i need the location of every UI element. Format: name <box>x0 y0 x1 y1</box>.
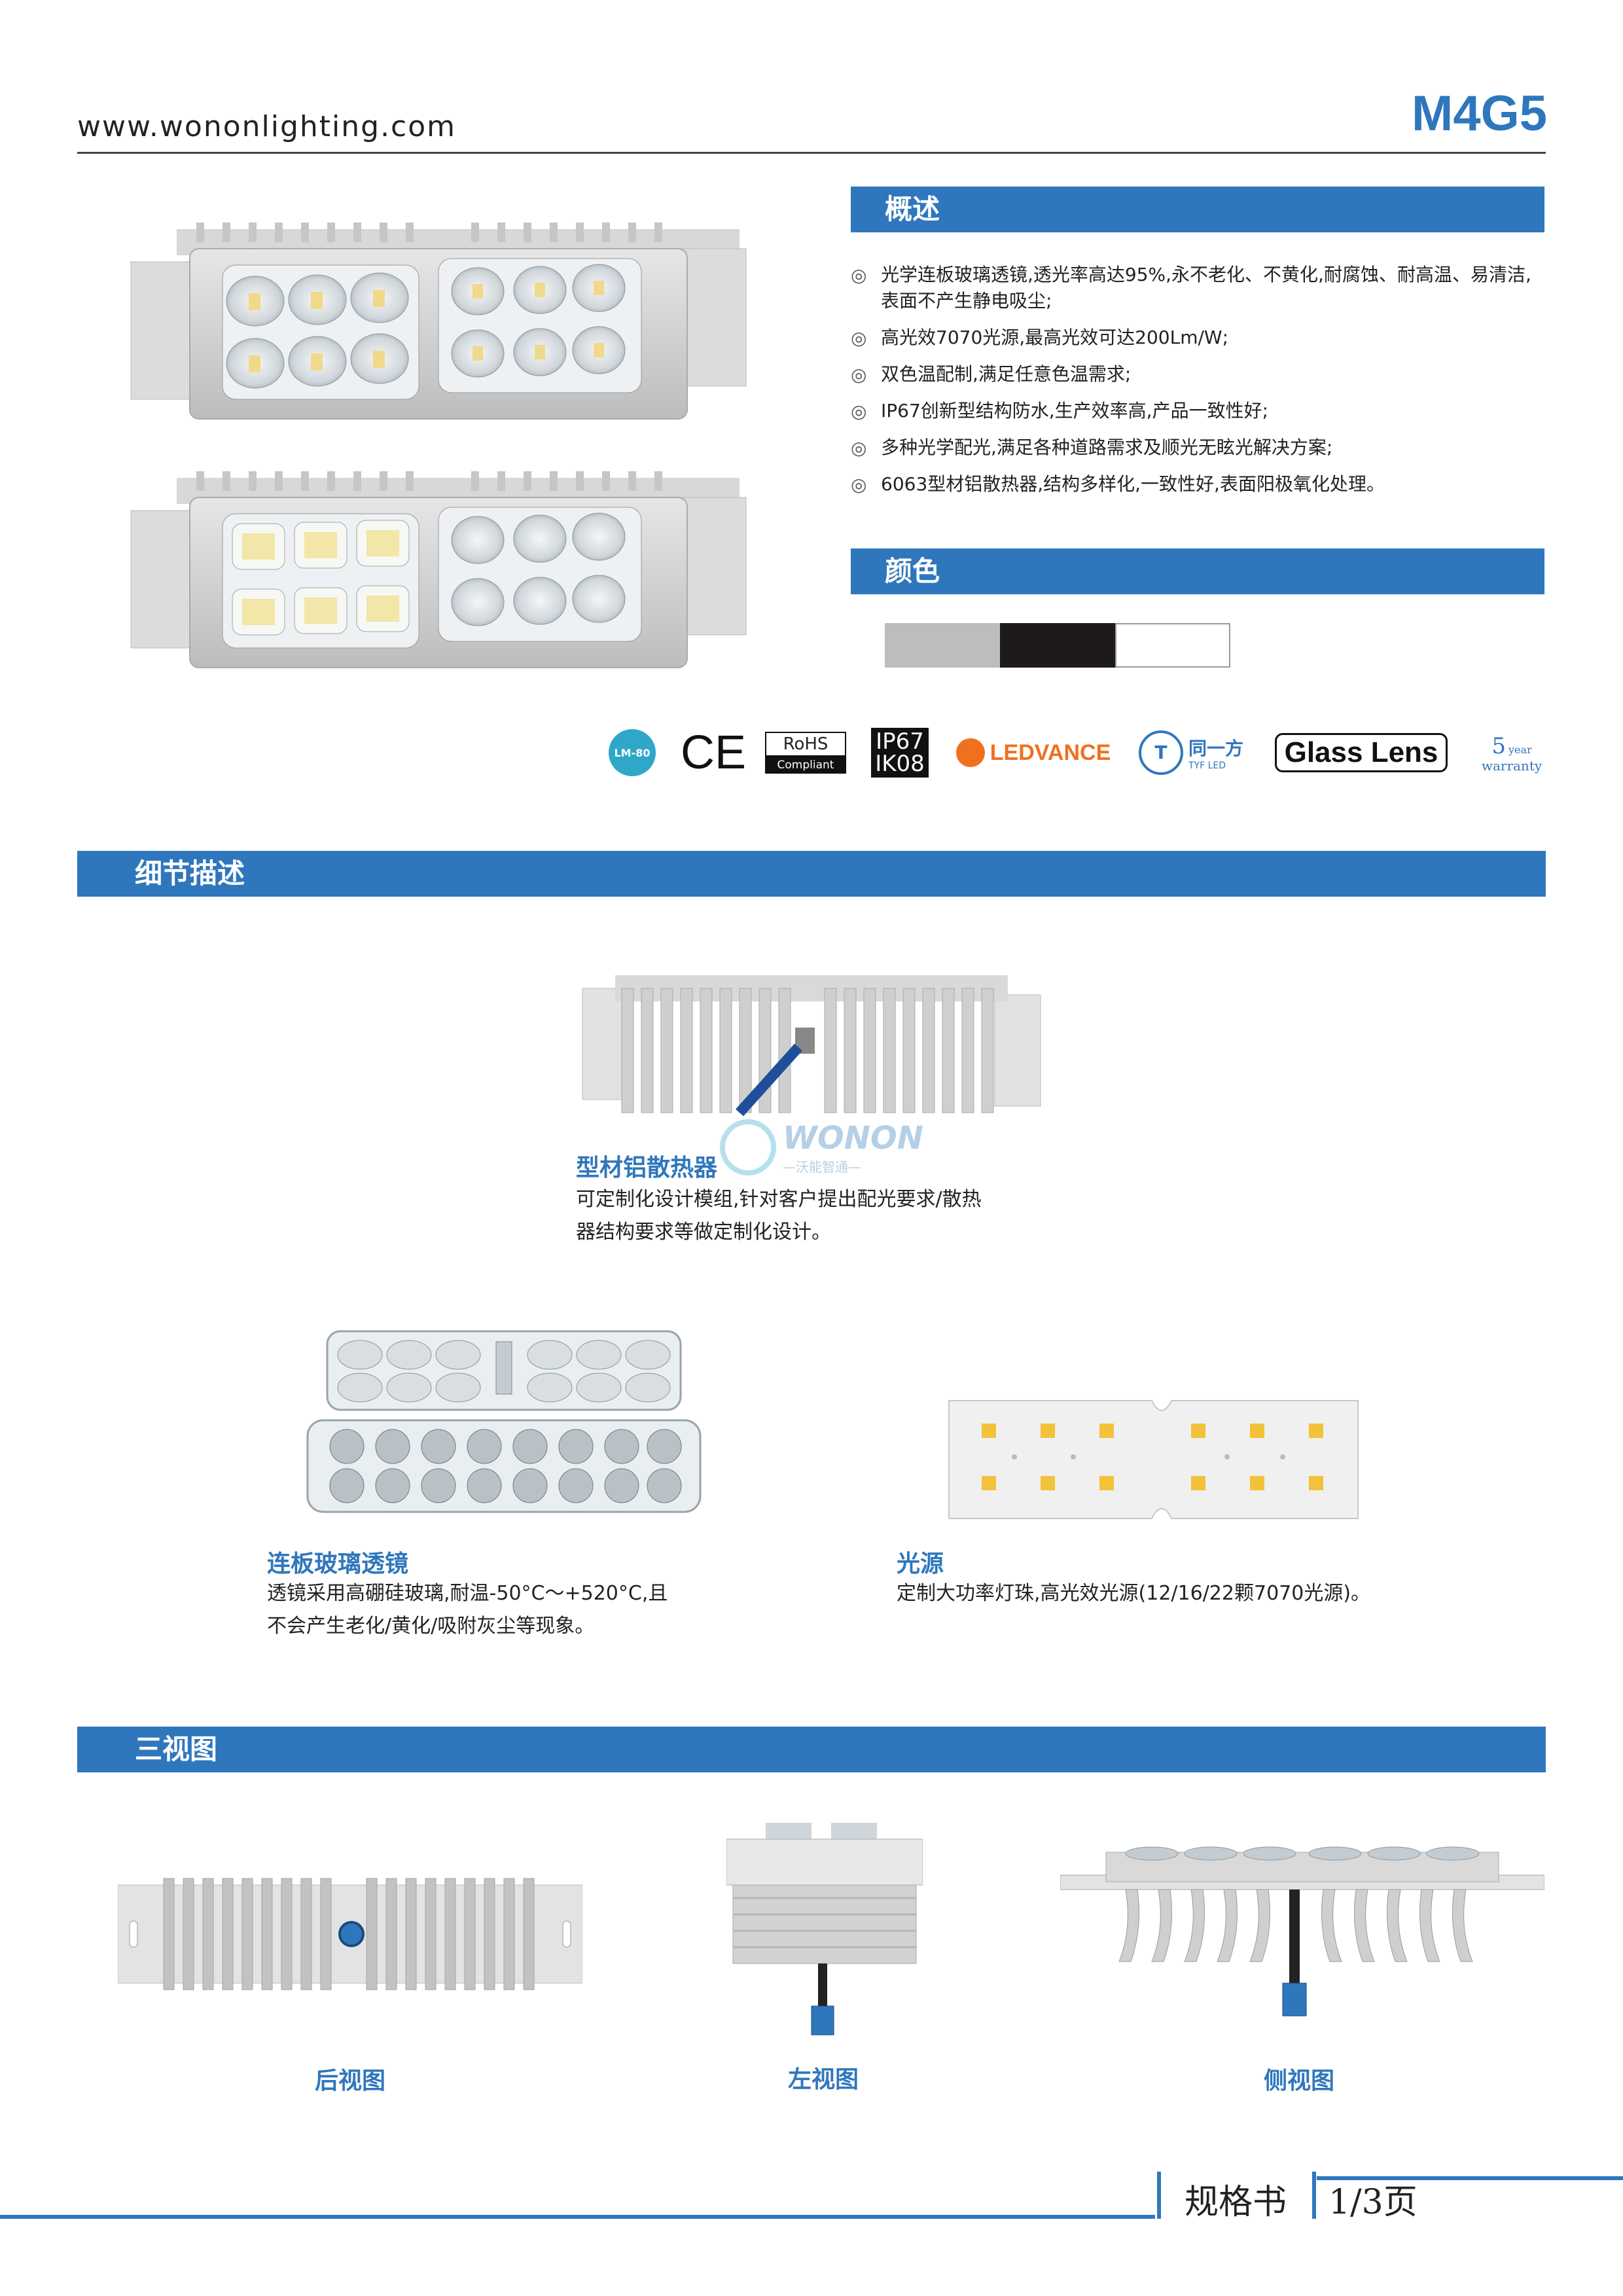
bullet-icon: ◎ <box>851 474 867 495</box>
color-title-bar: 颜色 <box>851 548 1544 594</box>
footer-divider-1 <box>1157 2172 1161 2219</box>
ce-logo: CE <box>680 726 747 779</box>
heatsink-title: 型材铝散热器 <box>576 1155 718 1181</box>
footer-line-left <box>0 2215 1155 2219</box>
three-views-title: 三视图 <box>135 1733 218 1765</box>
overview-title-bar: 概述 <box>851 187 1544 232</box>
overview-title: 概述 <box>885 193 940 225</box>
overview-item: ◎高光效7070光源,最高光效可达200Lm/W; <box>851 325 1544 351</box>
overview-item: ◎双色温配制,满足任意色温需求; <box>851 361 1544 387</box>
details-title-bar: 细节描述 <box>77 851 1546 897</box>
warranty-logo: 5 year warranty <box>1481 733 1543 774</box>
bullet-icon: ◎ <box>851 327 867 349</box>
footer-line-right <box>1317 2176 1623 2180</box>
watermark-ring-icon <box>720 1119 776 1175</box>
footer-page-number: 1/3页 <box>1329 2183 1418 2222</box>
lm80-logo: LM-80 <box>606 726 658 779</box>
lens-title: 连板玻璃透镜 <box>267 1551 409 1577</box>
module-frosted-lens <box>130 471 747 668</box>
heatsink-text-line-2: 器结构要求等做定制化设计。 <box>576 1221 831 1244</box>
bullet-icon: ◎ <box>851 364 867 386</box>
heatsink-image <box>582 975 1041 1117</box>
website-url: www.wononlighting.com <box>77 110 457 143</box>
rohs-logo: RoHS Compliant <box>764 726 847 779</box>
glass-lens-logo: Glass Lens <box>1266 726 1457 779</box>
details-title: 细节描述 <box>135 857 245 889</box>
model-number: M4G5 <box>1412 86 1547 141</box>
bullet-icon: ◎ <box>851 437 867 459</box>
back-view-label: 后视图 <box>314 2068 385 2094</box>
footer-doc-label: 规格书 <box>1185 2183 1287 2222</box>
footer-divider-2 <box>1312 2172 1316 2219</box>
overview-list: ◎光学连板玻璃透镜,透光率高达95%,永不老化、不黄化,耐腐蚀、耐高温、易清洁,… <box>851 262 1544 508</box>
tyf-logo: T 同一方 TYF LED <box>1132 726 1250 779</box>
ip67-ik08-logo: IP67 IK08 <box>866 726 933 779</box>
light-source-text: 定制大功率灯珠,高光效光源(12/16/22颗7070光源)。 <box>897 1582 1371 1605</box>
left-view-image <box>726 1823 923 2036</box>
ledvance-logo: LEDVANCE <box>952 726 1115 779</box>
product-modules-image <box>130 223 747 668</box>
overview-item: ◎6063型材铝散热器,结构多样化,一致性好,表面阳极氧化处理。 <box>851 471 1544 497</box>
left-view-label: 左视图 <box>787 2066 859 2093</box>
overview-item: ◎光学连板玻璃透镜,透光率高达95%,永不老化、不黄化,耐腐蚀、耐高温、易清洁,… <box>851 264 1531 312</box>
lens-text-line-1: 透镜采用高硼硅玻璃,耐温-50°C～+520°C,且 <box>267 1582 668 1605</box>
tyf-emblem-icon: T <box>1138 730 1183 775</box>
module-clear-lens <box>130 223 747 420</box>
glass-lens-image <box>306 1330 702 1513</box>
bullet-icon: ◎ <box>851 264 867 286</box>
back-view-image <box>118 1878 582 1990</box>
three-views-title-bar: 三视图 <box>77 1727 1546 1772</box>
lens-text-line-2: 不会产生老化/黄化/吸附灰尘等现象。 <box>267 1615 595 1638</box>
color-swatch-gray <box>885 623 1000 668</box>
side-view-image <box>1060 1846 1544 2017</box>
side-view-label: 侧视图 <box>1263 2068 1334 2094</box>
ledvance-circle-icon <box>955 738 985 767</box>
color-swatch-black <box>1000 623 1115 668</box>
overview-item: ◎IP67创新型结构防水,生产效率高,产品一致性好; <box>851 398 1544 424</box>
watermark-logo: WONON —沃能智通— <box>720 1119 923 1175</box>
heatsink-text-line-1: 可定制化设计模组,针对客户提出配光要求/散热 <box>576 1188 982 1211</box>
bullet-icon: ◎ <box>851 401 867 422</box>
header-divider <box>77 152 1546 154</box>
color-swatch-white <box>1115 623 1230 668</box>
light-source-title: 光源 <box>897 1551 944 1577</box>
color-title: 颜色 <box>885 555 940 587</box>
led-board-image <box>948 1400 1359 1519</box>
overview-item: ◎多种光学配光,满足各种道路需求及顺光无眩光解决方案; <box>851 435 1544 461</box>
